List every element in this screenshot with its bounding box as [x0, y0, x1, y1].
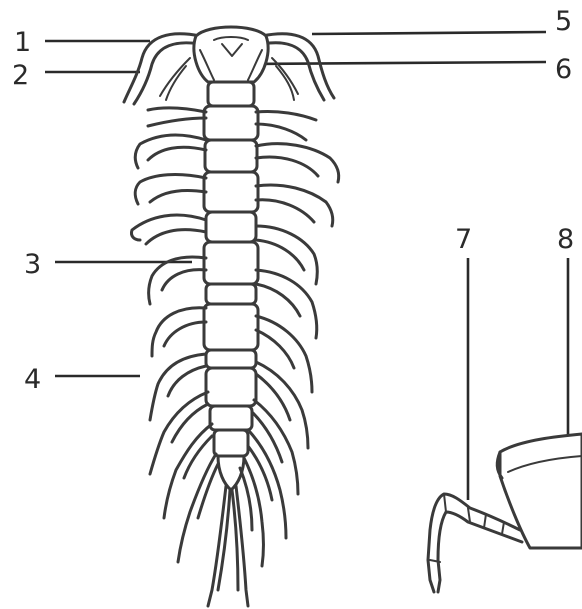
- label-8: 8: [557, 224, 574, 255]
- leader-line-6: [248, 62, 546, 64]
- label-4: 4: [24, 364, 41, 395]
- label-6: 6: [555, 54, 572, 85]
- body-segments: [204, 82, 258, 490]
- leg-segment-detail: [428, 434, 582, 592]
- leader-line-5: [312, 32, 546, 34]
- label-1: 1: [14, 27, 31, 58]
- label-2: 2: [12, 60, 29, 91]
- label-7: 7: [455, 224, 472, 255]
- label-3: 3: [24, 249, 41, 280]
- label-5: 5: [555, 6, 572, 37]
